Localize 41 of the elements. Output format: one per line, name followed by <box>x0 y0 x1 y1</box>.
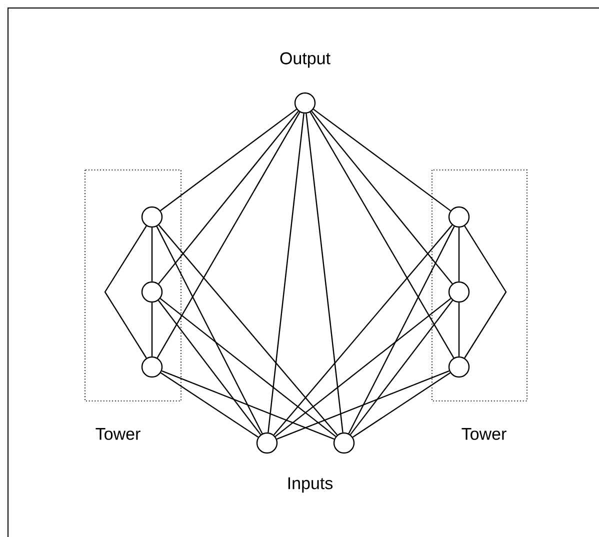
connection-line <box>151 228 153 282</box>
connection-line <box>276 370 450 440</box>
connection-line <box>160 298 336 437</box>
connection-line <box>160 372 258 438</box>
connection-line <box>458 228 460 282</box>
node-label: Tower <box>96 428 140 440</box>
connection-line <box>464 226 507 358</box>
connection-line <box>158 300 262 435</box>
connection-line <box>158 110 299 284</box>
hidden-unit-circle <box>141 281 163 303</box>
connection-line <box>306 113 344 433</box>
node-label: Tower <box>462 428 506 440</box>
connection-line <box>350 300 454 435</box>
connection-line <box>311 110 453 284</box>
unit-label: Output <box>280 52 330 68</box>
output-unit-circle <box>294 92 316 114</box>
connection-line <box>274 298 452 437</box>
connection-line <box>151 302 153 356</box>
connection-line <box>310 112 454 358</box>
connection-line <box>162 370 334 440</box>
connection-line <box>104 226 147 358</box>
connection-line <box>156 112 300 358</box>
input-unit-circle <box>256 432 278 454</box>
input-unit-circle <box>333 432 355 454</box>
connection-line <box>273 224 453 436</box>
caption-text: Inputs <box>288 477 333 493</box>
hidden-unit-circle <box>448 281 470 303</box>
hidden-unit-circle <box>448 206 470 228</box>
connection-line <box>313 108 451 212</box>
connection-line <box>348 226 455 434</box>
connection-line <box>458 302 460 356</box>
hidden-unit-circle <box>141 356 163 378</box>
connection-line <box>160 108 297 212</box>
tower-box: Tower <box>432 170 528 440</box>
connection-line <box>352 372 450 438</box>
connection-line <box>268 113 304 433</box>
hidden-unit-circle <box>141 206 163 228</box>
tower-box: Tower <box>84 170 182 440</box>
connection-line <box>156 226 263 434</box>
hidden-unit-circle <box>448 356 470 378</box>
connection-line <box>158 224 338 436</box>
